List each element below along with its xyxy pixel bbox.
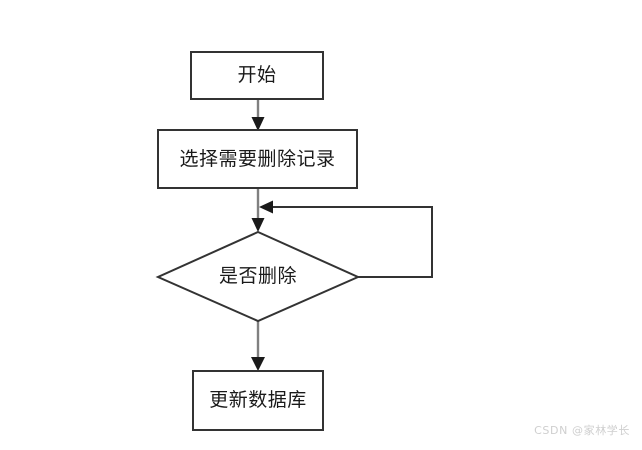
arrowhead-down-icon <box>251 357 265 371</box>
arrowhead-down-icon <box>251 117 265 131</box>
watermark: CSDN @家林学长 <box>534 424 630 437</box>
arrowhead-down-icon <box>251 218 265 232</box>
node-start[interactable] <box>190 51 324 100</box>
node-decide-delete[interactable] <box>155 230 361 323</box>
edge-decide-to-update <box>251 321 265 371</box>
node-update-database[interactable] <box>192 370 324 431</box>
edge-decide-loopback <box>259 200 433 278</box>
node-select-record[interactable] <box>157 129 358 189</box>
arrowhead-left-icon <box>259 200 273 214</box>
edge-start-to-select <box>251 99 265 131</box>
edge-select-to-decide <box>251 188 265 232</box>
